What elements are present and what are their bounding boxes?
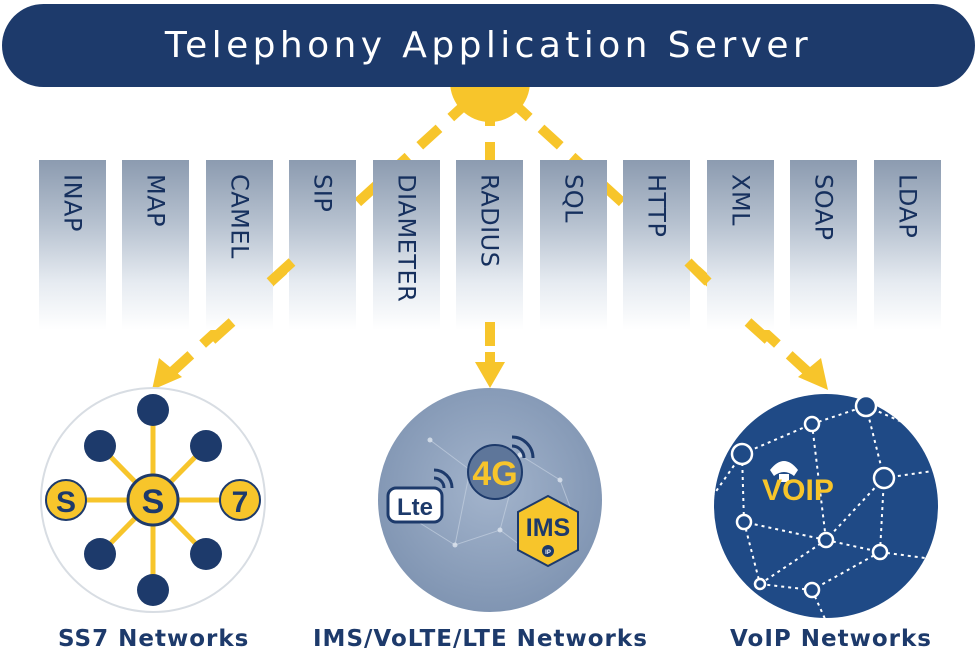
voip-label: VOIP xyxy=(762,474,834,507)
voip-network-icon: VOIP xyxy=(714,394,938,618)
ims-network-icon: Lte 4G IMS IP xyxy=(378,388,602,612)
phone-icon xyxy=(770,461,798,482)
protocol-column-radius: RADIUS xyxy=(456,160,523,330)
lte-label: Lte xyxy=(397,494,433,521)
arrowhead-voip xyxy=(798,358,828,390)
protocol-label: CAMEL xyxy=(225,174,254,259)
ss7-badge-right: 7 xyxy=(232,486,249,519)
4g-badge: 4G xyxy=(467,435,535,500)
protocol-columns: INAP MAP CAMEL SIP DIAMETER RADIUS SQL H… xyxy=(0,160,978,330)
voip-node xyxy=(872,466,896,490)
protocol-column-inap: INAP xyxy=(39,160,106,330)
arrowhead-ims xyxy=(475,362,505,388)
connector-dash xyxy=(744,318,772,344)
ims-label: IMS xyxy=(526,514,570,542)
protocol-label: INAP xyxy=(58,174,87,232)
protocol-column-http: HTTP xyxy=(623,160,690,330)
arrowhead-ss7 xyxy=(152,358,182,390)
protocol-label: DIAMETER xyxy=(392,174,421,303)
ss7-badge-left: S xyxy=(56,486,76,519)
protocol-label: XML xyxy=(726,174,755,227)
ims-network-label: IMS/VoLTE/LTE Networks xyxy=(313,626,648,652)
connector-dash xyxy=(266,258,296,286)
connector-dash xyxy=(208,318,236,344)
voip-node xyxy=(871,543,889,561)
ss7-node xyxy=(137,394,169,426)
protocol-label: SIP xyxy=(308,174,337,213)
ss7-network-label: SS7 Networks xyxy=(58,626,250,652)
protocol-column-sql: SQL xyxy=(540,160,607,330)
ims-badge: IMS IP xyxy=(517,494,579,568)
protocol-label: HTTP xyxy=(642,174,671,238)
4g-label: 4G xyxy=(472,455,517,493)
protocol-label: SQL xyxy=(559,174,588,223)
voip-node xyxy=(803,581,821,599)
protocol-column-ldap: LDAP xyxy=(874,160,941,330)
protocol-label: SOAP xyxy=(809,174,838,241)
ss7-node xyxy=(137,574,169,606)
ss7-node xyxy=(190,538,222,570)
voip-node xyxy=(735,513,753,531)
protocol-column-diameter: DIAMETER xyxy=(373,160,440,330)
ip-label: IP xyxy=(545,550,551,556)
ss7-badge-center: S xyxy=(142,483,165,521)
voip-node xyxy=(753,577,767,591)
voip-node xyxy=(803,415,821,433)
lte-badge: Lte xyxy=(386,468,454,524)
voip-network-label: VoIP Networks xyxy=(730,626,932,652)
ss7-network-icon: S S 7 xyxy=(40,387,266,613)
ss7-node xyxy=(190,430,222,462)
protocol-column-map: MAP xyxy=(122,160,189,330)
voip-node xyxy=(817,531,835,549)
voip-node xyxy=(854,394,878,418)
ss7-node xyxy=(84,430,116,462)
protocol-column-sip: SIP xyxy=(289,160,356,330)
protocol-label: LDAP xyxy=(893,174,922,239)
server-title: Telephony Application Server xyxy=(164,25,813,66)
protocol-column-camel: CAMEL xyxy=(206,160,273,330)
server-banner: Telephony Application Server xyxy=(2,4,975,87)
voip-node xyxy=(730,442,754,466)
connector-dash xyxy=(684,258,712,286)
protocol-column-soap: SOAP xyxy=(790,160,857,330)
protocol-label: RADIUS xyxy=(475,174,504,268)
ss7-node xyxy=(84,538,116,570)
protocol-column-xml: XML xyxy=(707,160,774,330)
protocol-label: MAP xyxy=(141,174,170,228)
